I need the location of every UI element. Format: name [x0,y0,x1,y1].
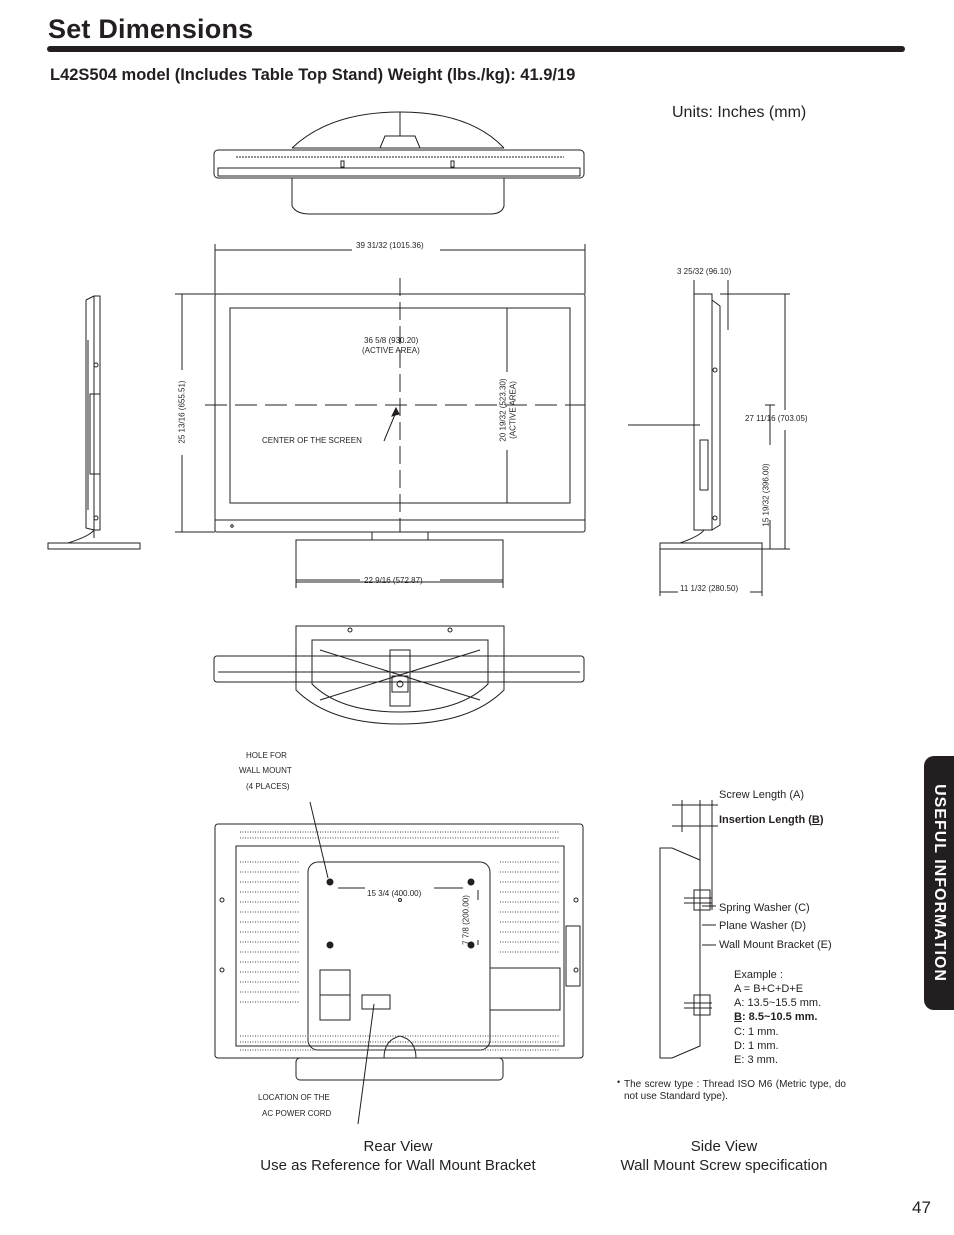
model-weight-line: L42S504 model (Includes Table Top Stand)… [50,66,576,84]
screw-length-label: Screw Length (A) [719,789,804,801]
note-bullet: • [617,1077,621,1087]
rear-view-caption-subtitle: Use as Reference for Wall Mount Bracket [260,1157,536,1174]
ac-cord-label-line-1: LOCATION OF THE [258,1093,330,1102]
example-d-value: D: 1 mm. [734,1040,779,1052]
example-formula: A = B+C+D+E [734,983,804,995]
side-view-caption-subtitle: Wall Mount Screw specification [620,1157,828,1174]
page-title: Set Dimensions [48,14,254,44]
example-c-value: C: 1 mm. [734,1026,779,1038]
screw-spec-drawing [659,800,718,1059]
left-side-view-drawing [47,295,141,550]
center-of-screen-label: CENTER OF THE SCREEN [262,436,362,445]
hole-label-line-1: HOLE FOR [246,751,287,760]
stand-depth-dimension: 11 1/32 (280.50) [680,584,739,593]
top-view-drawing [213,111,585,215]
hole-spacing-horizontal: 15 3/4 (400.00) [367,889,422,898]
example-title: Example : [734,969,783,981]
section-tab [924,756,954,1010]
active-height-dimension: 20 19/32 (523.30) [498,378,508,442]
wall-bracket-label: Wall Mount Bracket (E) [719,939,832,951]
screw-type-note: The screw type : Thread ISO M6 (Metric t… [624,1079,846,1102]
side-view-caption-title: Side View [690,1138,758,1155]
example-b-value: B: 8.5~10.5 mm. [734,1011,818,1023]
hole-label-line-2: WALL MOUNT [239,766,292,775]
hole-label-line-3: (4 PLACES) [246,782,290,791]
stand-width-dimension: 22 9/16 (572.87) [364,576,423,585]
ac-cord-label-line-2: AC POWER CORD [262,1109,332,1118]
insertion-length-label: Insertion Length (B) [719,814,824,826]
rear-view-caption-title: Rear View [363,1138,433,1155]
right-side-view-drawing [628,280,790,596]
spring-washer-label: Spring Washer (C) [719,902,810,914]
page-number: 47 [912,1198,931,1217]
front-width-dimension: 39 31/32 (1015.36) [356,241,424,250]
total-height-dimension: 27 11/16 (703.05) [745,414,808,423]
example-e-value: E: 3 mm. [734,1054,779,1066]
depth-dimension: 3 25/32 (96.10) [677,267,732,276]
title-rule [47,46,905,52]
plane-washer-label: Plane Washer (D) [719,920,807,932]
active-width-note: (ACTIVE AREA) [362,346,420,355]
active-height-note: (ACTIVE AREA) [508,381,518,439]
example-a-value: A: 13.5~15.5 mm. [734,997,822,1009]
rear-view-drawing [214,801,584,1125]
hole-spacing-vertical: 7 7/8 (200.00) [461,895,471,945]
front-height-dimension: 25 13/16 (655.51) [177,380,187,444]
bottom-view-drawing [213,625,585,725]
front-view-drawing [175,244,586,588]
units-label: Units: Inches (mm) [672,104,807,121]
center-height-dimension: 15 19/32 (396.00) [761,463,771,527]
active-width-dimension: 36 5/8 (930.20) [364,336,419,345]
section-tab-label: USEFUL INFORMATION [931,784,948,982]
